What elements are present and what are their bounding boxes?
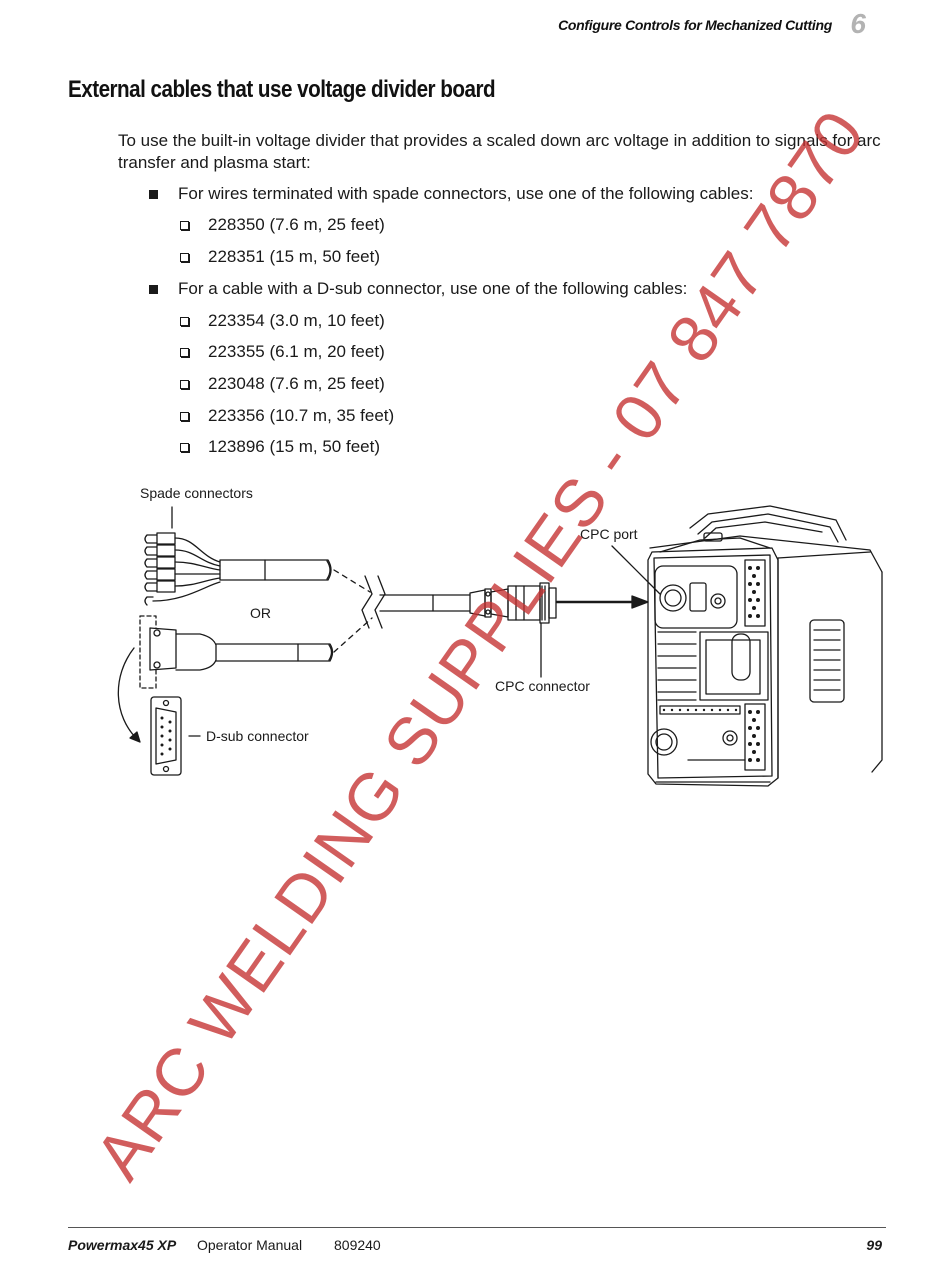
list-item: 228351 (15 m, 50 feet) bbox=[180, 246, 381, 268]
box-bullet-icon bbox=[180, 412, 189, 421]
footer-manual: Operator Manual bbox=[197, 1237, 303, 1253]
box-bullet-icon bbox=[180, 380, 189, 389]
box-bullet-icon bbox=[180, 253, 189, 262]
cable-break-icon bbox=[361, 575, 386, 629]
spade-connectors-icon bbox=[144, 532, 221, 606]
list-item-text: For wires terminated with spade connecto… bbox=[178, 184, 754, 203]
list-item: 223048 (7.6 m, 25 feet) bbox=[180, 373, 385, 395]
box-bullet-icon bbox=[180, 348, 189, 357]
box-bullet-icon bbox=[180, 317, 189, 326]
cable-part-number: 228350 (7.6 m, 25 feet) bbox=[208, 215, 385, 234]
cable-part-number: 123896 (15 m, 50 feet) bbox=[208, 437, 381, 456]
page-number: 99 bbox=[866, 1237, 882, 1253]
footer-product: Powermax45 XP bbox=[68, 1237, 177, 1253]
chapter-number: 6 bbox=[850, 8, 866, 39]
list-item-text: For a cable with a D-sub connector, use … bbox=[178, 279, 688, 298]
cpc-connector-icon bbox=[469, 582, 557, 624]
dsub-cable bbox=[139, 615, 373, 689]
chapter-title: Configure Controls for Mechanized Cuttin… bbox=[558, 17, 832, 33]
list-item: 223355 (6.1 m, 20 feet) bbox=[180, 341, 385, 363]
cable-part-number: 223048 (7.6 m, 25 feet) bbox=[208, 374, 385, 393]
cpc-port-leader-line bbox=[611, 545, 661, 595]
intro-paragraph: To use the built-in voltage divider that… bbox=[118, 131, 881, 172]
spade-connectors-label: Spade connectors bbox=[140, 485, 253, 501]
dsub-connector-label: D-sub connector bbox=[206, 728, 309, 744]
arrow-right-icon bbox=[555, 595, 649, 609]
box-bullet-icon bbox=[180, 443, 189, 452]
cable-part-number: 223354 (3.0 m, 10 feet) bbox=[208, 311, 385, 330]
curved-arrow-icon bbox=[117, 647, 141, 743]
cpc-connector-label: CPC connector bbox=[495, 678, 590, 694]
list-item: 228350 (7.6 m, 25 feet) bbox=[180, 214, 385, 236]
main-cable bbox=[379, 594, 471, 612]
cable-part-number: 228351 (15 m, 50 feet) bbox=[208, 247, 381, 266]
spade-cable bbox=[219, 559, 371, 593]
list-item: For wires terminated with spade connecto… bbox=[149, 183, 754, 205]
list-item: 123896 (15 m, 50 feet) bbox=[180, 436, 381, 458]
cable-part-number: 223356 (10.7 m, 35 feet) bbox=[208, 406, 395, 425]
or-label: OR bbox=[250, 605, 271, 621]
list-item: 223354 (3.0 m, 10 feet) bbox=[180, 310, 385, 332]
square-bullet-icon bbox=[149, 285, 158, 294]
footer-divider bbox=[68, 1227, 886, 1228]
plasma-cutter-unit-icon bbox=[647, 505, 883, 787]
cable-part-number: 223355 (6.1 m, 20 feet) bbox=[208, 342, 385, 361]
square-bullet-icon bbox=[149, 190, 158, 199]
box-bullet-icon bbox=[180, 221, 189, 230]
dsub-connector-icon bbox=[150, 696, 182, 776]
footer-part-number: 809240 bbox=[334, 1237, 381, 1253]
section-title: External cables that use voltage divider… bbox=[68, 76, 496, 103]
hex-grill-pattern bbox=[662, 566, 760, 762]
cpc-port-label: CPC port bbox=[580, 526, 638, 542]
list-item: For a cable with a D-sub connector, use … bbox=[149, 278, 688, 300]
list-item: 223356 (10.7 m, 35 feet) bbox=[180, 405, 395, 427]
